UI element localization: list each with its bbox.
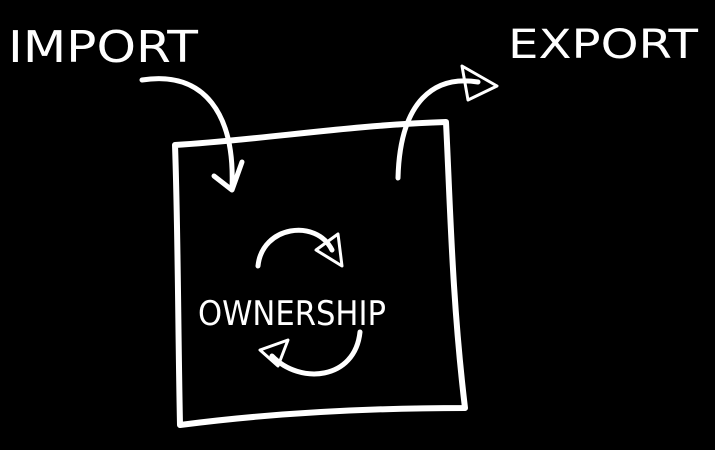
import-arrow bbox=[139, 76, 235, 191]
cycle-arrowhead-bottom bbox=[258, 338, 290, 368]
cycle-arrow-bottom bbox=[269, 329, 363, 377]
ownership-label: OWNERSHIP bbox=[198, 294, 386, 334]
export-arrowhead bbox=[460, 64, 499, 102]
import-label: IMPORT bbox=[8, 22, 198, 73]
ownership-box bbox=[172, 119, 468, 428]
import-arrowhead bbox=[211, 159, 245, 193]
cycle-arrow-top bbox=[255, 227, 335, 269]
export-label: EXPORT bbox=[508, 22, 699, 68]
cycle-arrowhead-top bbox=[314, 232, 344, 268]
